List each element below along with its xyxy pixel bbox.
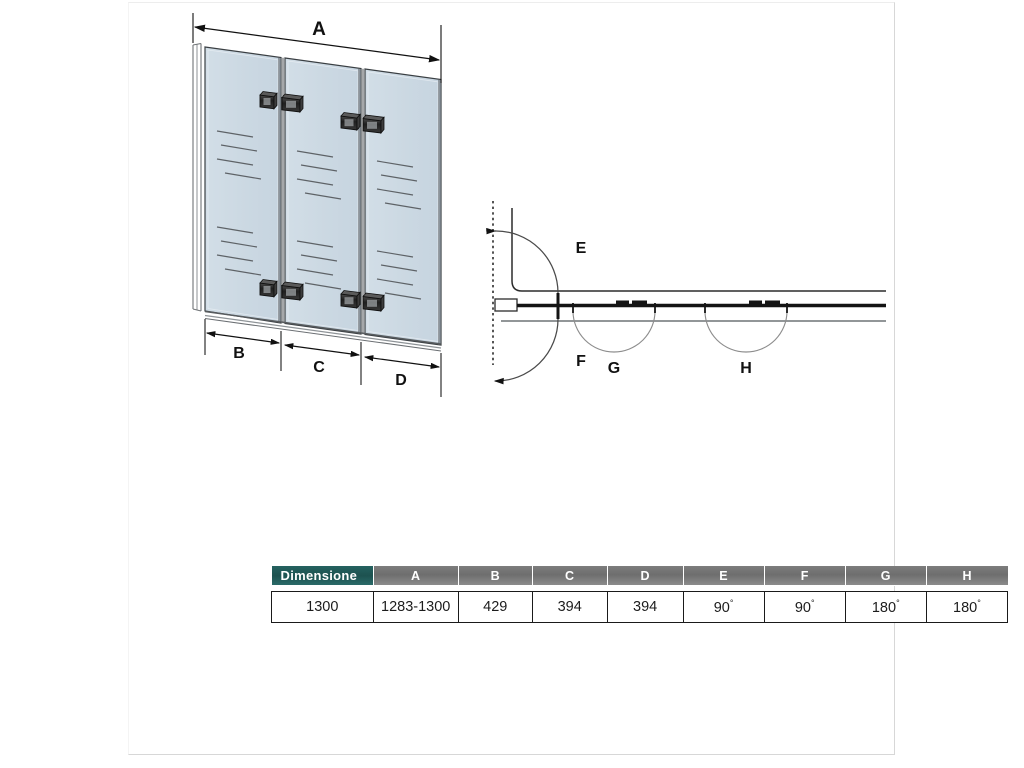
technical-drawing: A B C D (192, 13, 886, 397)
cell-f: 90° (763, 591, 846, 623)
dimension-a: A (192, 13, 442, 83)
handle-upper-right (340, 112, 385, 135)
cell-f-value: 90 (794, 599, 811, 616)
dimension-b: B (204, 319, 282, 371)
cell-h: 180° (925, 591, 1009, 623)
swing-arc-H: H (704, 303, 788, 377)
table-header-f: F (764, 566, 846, 586)
dimension-label-g: G (608, 360, 620, 377)
table-header-h: H (926, 566, 1008, 586)
plan-view-group: E F G H (486, 201, 886, 385)
dimension-d: D (363, 353, 442, 397)
swing-arc-G: G (572, 303, 656, 377)
dimension-label-e: E (576, 240, 587, 257)
cell-dimensione: 1300 (271, 591, 374, 623)
handle-upper-left (259, 91, 304, 114)
table-header-c: C (532, 566, 608, 586)
cell-g: 180° (844, 591, 927, 623)
table-header-g: G (845, 566, 927, 586)
dimension-label-a: A (312, 19, 326, 40)
cell-h-unit: ° (977, 598, 981, 609)
table-header-a: A (373, 566, 459, 586)
swing-arc-E: E (486, 227, 587, 294)
swing-arc-F: F (493, 318, 586, 385)
wall-bracket (494, 298, 518, 312)
table-header-b: B (458, 566, 533, 586)
handle-lower-right (340, 290, 385, 313)
table-header-dimensione: Dimensione (271, 566, 374, 586)
dimension-label-h: H (740, 360, 752, 377)
table-header-d: D (607, 566, 684, 586)
cell-g-value: 180 (871, 599, 897, 616)
handle-lower-left (259, 279, 304, 302)
specification-table: Dimensione A B C D E F G H (271, 566, 1009, 623)
cell-f-unit: ° (810, 598, 815, 609)
dimension-c: C (283, 342, 362, 385)
panel-stiles (278, 57, 440, 345)
cell-c: 394 (531, 591, 608, 623)
cell-e-value: 90 (713, 599, 730, 616)
wall-jamb-profile (192, 43, 202, 312)
table-row: 1300 1283-1300 429 394 394 90° 90° 180° … (271, 591, 1009, 623)
cell-e: 90° (682, 591, 765, 623)
cell-e-unit: ° (729, 598, 734, 609)
specification-table-wrapper: Dimensione A B C D E F G H (271, 566, 1009, 623)
table-header-e: E (683, 566, 765, 586)
dimension-label-b: B (233, 345, 245, 362)
table-header-row: Dimensione A B C D E F G H (271, 566, 1008, 586)
cell-a: 1283-1300 (372, 591, 459, 623)
cell-d: 394 (606, 591, 684, 623)
open-door-position-E (511, 208, 886, 292)
glass-panel-3 (364, 68, 442, 346)
bottom-rail (204, 310, 442, 352)
cell-g-unit: ° (896, 598, 900, 609)
glass-etch-marks (216, 130, 422, 300)
plan-handle-marks (616, 300, 780, 306)
cell-h-value: 180 (953, 599, 978, 616)
document-content-card: A B C D (128, 2, 1009, 755)
front-elevation-group: A B C D (192, 13, 442, 397)
cell-b: 429 (457, 591, 533, 623)
dimension-label-f: F (576, 353, 586, 370)
dimension-label-c: C (313, 359, 325, 376)
dimension-label-d: D (395, 372, 407, 389)
